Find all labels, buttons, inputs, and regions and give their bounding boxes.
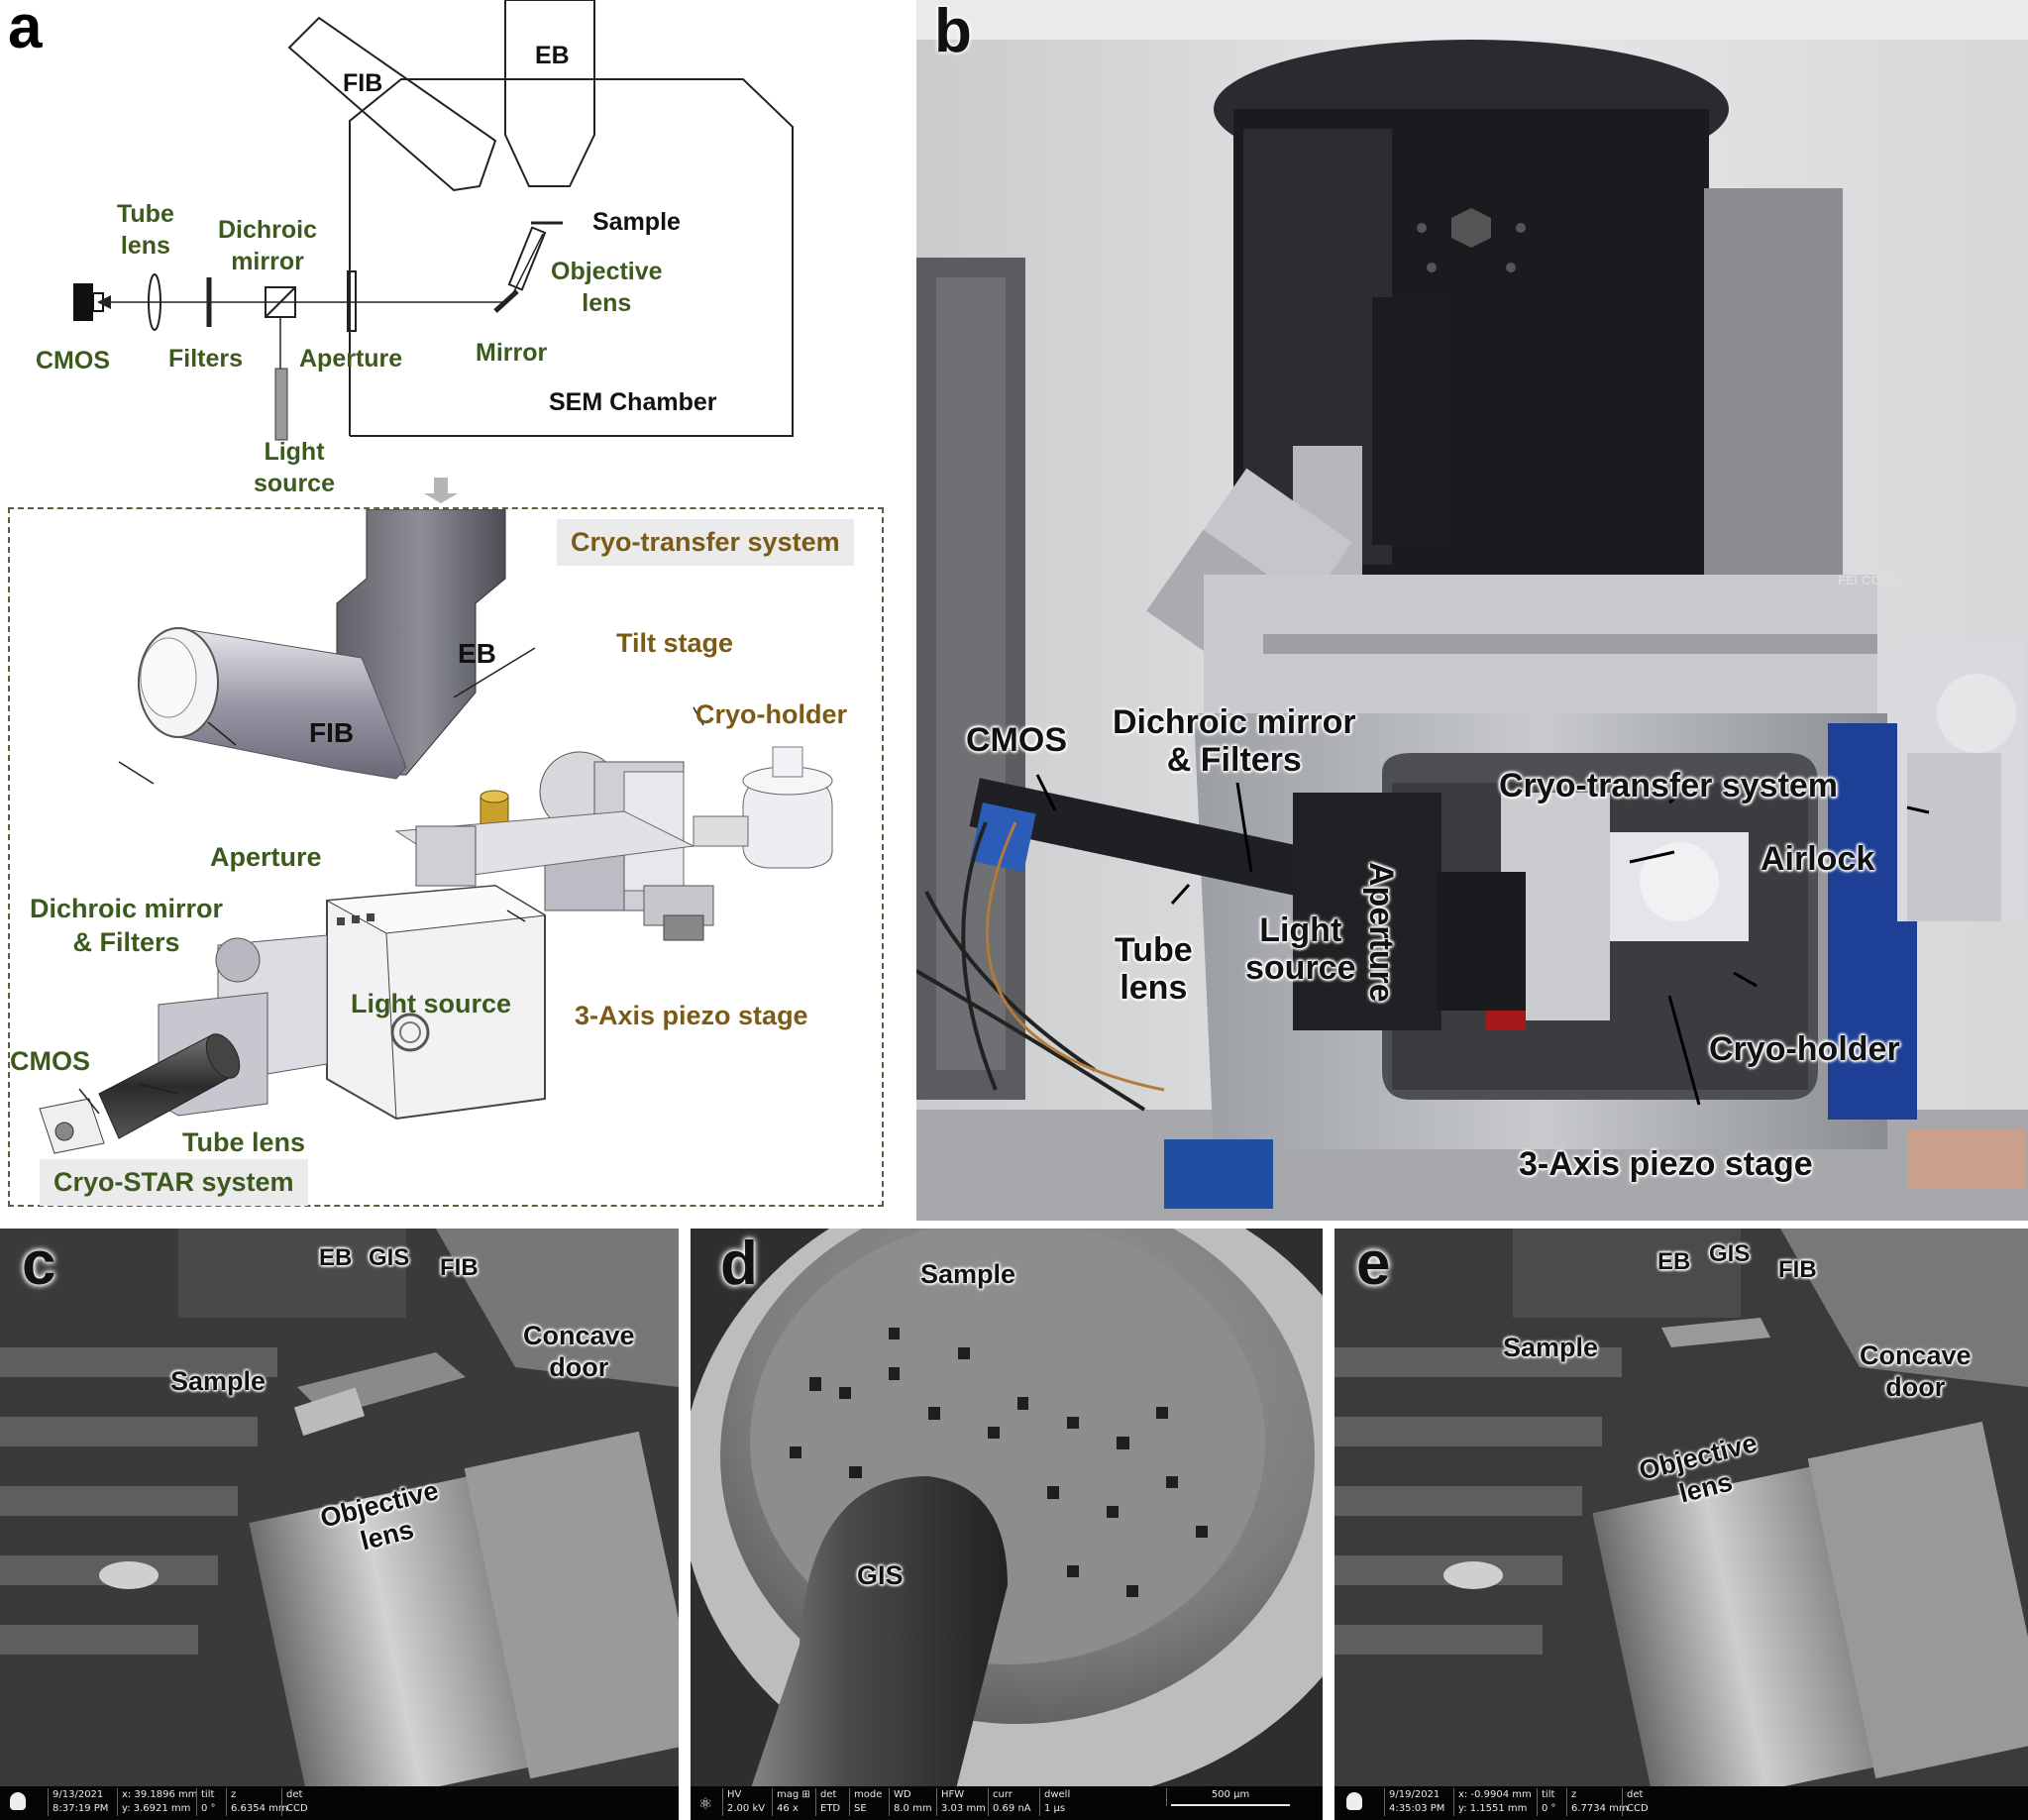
aperture-model-label: Aperture — [210, 842, 322, 872]
sem-image-d — [691, 1229, 1323, 1820]
piezo-stage-photo-label: 3-Axis piezo stage — [1519, 1145, 1813, 1183]
tube-lens-model-label: Tube lens — [182, 1127, 306, 1157]
eb-column — [504, 0, 595, 187]
gis-label-e: GIS — [1709, 1240, 1751, 1267]
lightbulb-icon — [10, 1792, 26, 1810]
panel-b: b CMOS Dichroic mirror& Filters Cryo-tra… — [916, 0, 2028, 1221]
panel-label-a: a — [8, 0, 43, 61]
eb-model-label: EB — [458, 638, 496, 669]
down-arrow — [424, 478, 458, 503]
light-source-model-label: Light source — [351, 989, 512, 1018]
fib-label-e: FIB — [1778, 1256, 1817, 1283]
instrument-photo — [916, 0, 2028, 1221]
fib-model-label: FIB — [309, 717, 355, 748]
cmos-model-label: CMOS — [10, 1046, 90, 1076]
scale-bar: 500 μm — [1166, 1788, 1290, 1806]
optical-schematic — [73, 0, 794, 503]
eb-label: EB — [535, 42, 570, 69]
sample-label-c: Sample — [170, 1366, 267, 1396]
gis-label-d: GIS — [857, 1560, 904, 1590]
panel-label-c: c — [22, 1230, 56, 1298]
eb-label-e: EB — [1657, 1248, 1691, 1275]
fei-company-label: FEI COMPANY — [1838, 573, 1927, 588]
airlock-photo-label: Airlock — [1761, 840, 1875, 878]
cryo-transfer-photo-label: Cryo-transfer system — [1499, 767, 1839, 804]
cmos-photo-label: CMOS — [966, 721, 1067, 759]
cryo-holder-photo-label: Cryo-holder — [1709, 1030, 1900, 1068]
cmos-sensor — [73, 283, 93, 321]
filters-label: Filters — [168, 345, 244, 373]
sem-chamber-outline — [349, 78, 794, 437]
tilt-stage-label: Tilt stage — [616, 628, 734, 658]
aperture-photo-label: Aperture — [1362, 862, 1400, 1003]
cryo-transfer-system-tag: Cryo-transfer system — [557, 519, 854, 566]
eb-label-c: EB — [319, 1244, 353, 1271]
dichroic-filters-model-label: Dichroic mirror& Filters — [30, 894, 224, 957]
gis-label-c: GIS — [369, 1244, 410, 1271]
atom-icon: ⚛ — [698, 1794, 713, 1813]
camera-view-e — [1334, 1229, 2028, 1820]
mirror-label: Mirror — [476, 339, 548, 367]
camera-view-c — [0, 1229, 679, 1820]
sample-label: Sample — [592, 208, 681, 236]
cryo-star-system-tag: Cryo-STAR system — [40, 1159, 308, 1206]
fib-label: FIB — [343, 69, 383, 97]
instrument-model-render — [39, 509, 833, 1154]
fib-label-c: FIB — [440, 1254, 479, 1281]
cryo-holder-model-label: Cryo-holder — [695, 699, 848, 729]
sample-label-e: Sample — [1503, 1333, 1599, 1362]
panel-label-d: d — [720, 1230, 758, 1298]
sample-label-d: Sample — [920, 1259, 1016, 1289]
panel-label-b: b — [934, 0, 972, 65]
dichroic-filters-photo-label: Dichroic mirror& Filters — [1113, 703, 1356, 779]
tube-lens-optic — [148, 273, 161, 331]
lightbulb-icon — [1346, 1792, 1362, 1810]
model-frame: Cryo-transfer system EB FIB Tilt stage C… — [8, 507, 884, 1207]
aperture-label: Aperture — [299, 345, 403, 373]
panel-label-e: e — [1356, 1230, 1391, 1298]
cmos-label: CMOS — [36, 347, 110, 375]
sem-chamber-label: SEM Chamber — [549, 388, 717, 416]
piezo-stage-model-label: 3-Axis piezo stage — [575, 1001, 808, 1030]
fib-column — [287, 16, 497, 192]
